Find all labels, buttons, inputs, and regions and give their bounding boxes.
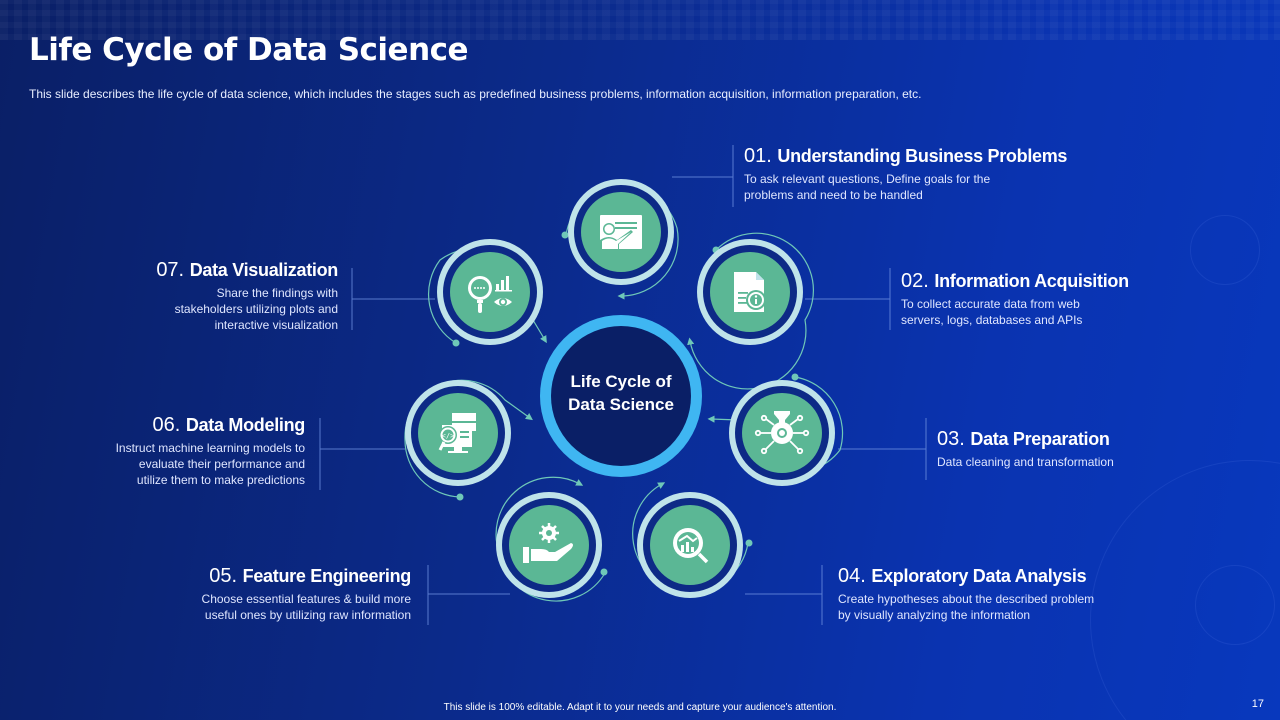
stage-06: 06. Data Modeling Instruct machine learn…: [115, 414, 306, 487]
arc-dots: [452, 231, 799, 576]
stage-title: Understanding Business Problems: [777, 146, 1068, 166]
stage-title: Feature Engineering: [242, 566, 412, 586]
chart-magnifier-icon: [673, 528, 709, 564]
slide-subtitle: This slide describes the life cycle of d…: [29, 87, 922, 101]
stage-title: Data Visualization: [189, 260, 339, 280]
stage-description: Data cleaning and transformation: [937, 455, 1114, 469]
stage-03: 03. Data Preparation Data cleaning and t…: [937, 428, 1114, 469]
stage-title: Exploratory Data Analysis: [871, 566, 1087, 586]
hand-gear-icon: [523, 523, 573, 563]
stage-01: 01. Understanding Business Problems To a…: [744, 145, 1068, 202]
center-hub: [540, 315, 702, 477]
magnifier-chart-eye-icon: [468, 276, 512, 313]
stage-description: Create hypotheses about the described pr…: [838, 592, 1095, 622]
document-info-icon: [734, 272, 766, 312]
page-number: 17: [1251, 698, 1264, 710]
stage-05: 05. Feature Engineering Choose essential…: [201, 565, 412, 622]
stage-04: 04. Exploratory Data Analysis Create hyp…: [838, 565, 1095, 622]
center-label: Life Cycle of Data Science: [568, 372, 674, 414]
svg-text:</>: </>: [442, 432, 455, 440]
decorative-circle: [1190, 215, 1260, 285]
stage-07: 07. Data Visualization Share the finding…: [156, 259, 339, 332]
stage-title: Information Acquisition: [934, 271, 1129, 291]
presentation-board-icon: [600, 215, 642, 249]
slide-title: Life Cycle of Data Science: [29, 32, 469, 68]
gear-network-icon: [754, 411, 810, 455]
stage-02: 02. Information Acquisition To collect a…: [901, 270, 1129, 327]
stage-description: To ask relevant questions, Define goals …: [744, 172, 991, 202]
background-texture: [0, 0, 1280, 40]
connector-lines: [319, 145, 927, 625]
stage-title: Data Preparation: [970, 429, 1110, 449]
footer-note: This slide is 100% editable. Adapt it to…: [443, 702, 837, 713]
stage-title: Data Modeling: [185, 415, 305, 435]
code-monitor-icon: </>: [438, 413, 476, 453]
